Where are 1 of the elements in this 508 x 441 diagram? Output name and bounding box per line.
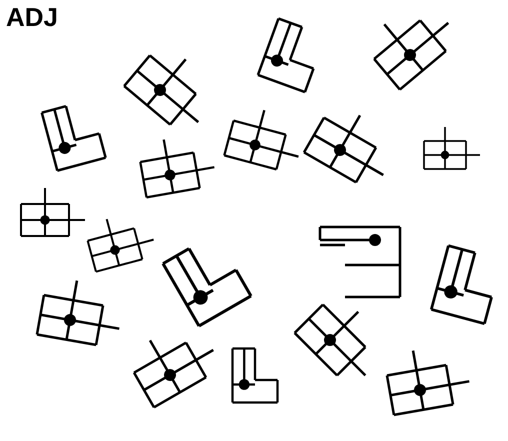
title: ADJ bbox=[6, 1, 58, 34]
